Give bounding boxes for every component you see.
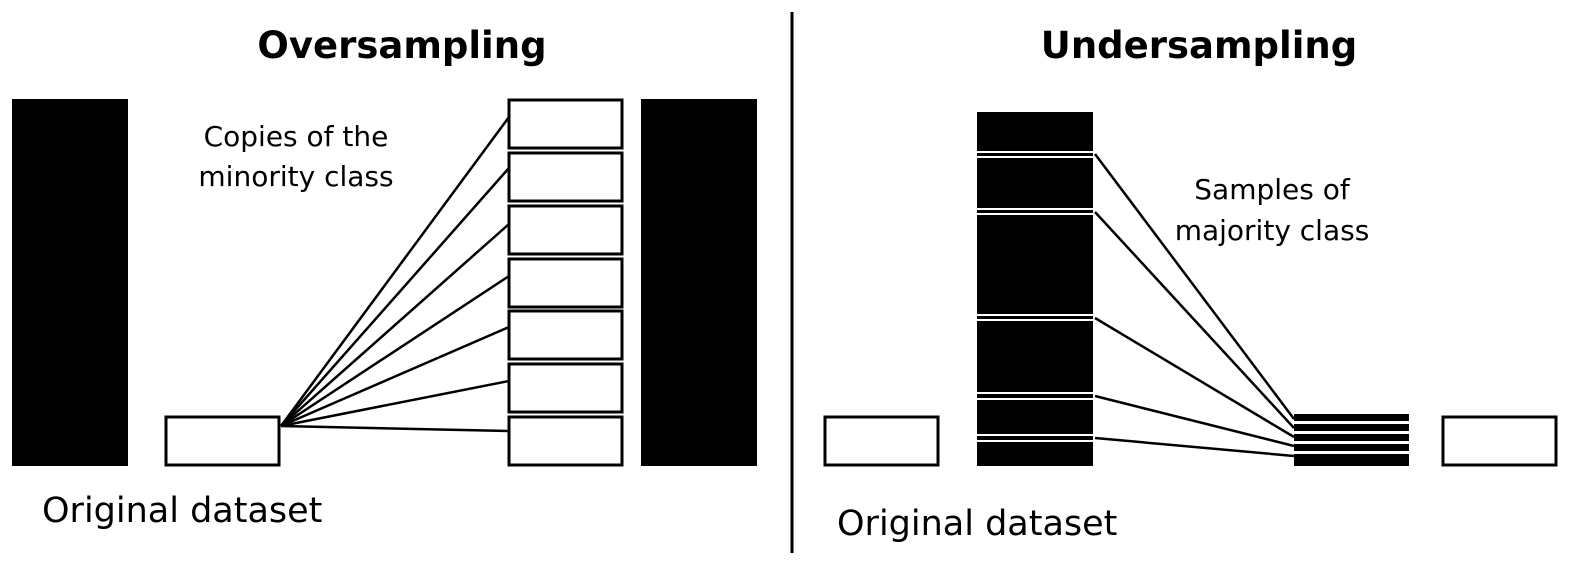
minority-copy-box [507,98,624,150]
minority-copy-box [507,415,624,467]
sample-stripe [977,314,1093,316]
connector-line [1094,436,1295,458]
minority-copy-box [507,362,624,414]
stack-separator [1294,451,1409,454]
copies-label-line-1: Copies of the [204,120,389,153]
sample-stripe [977,156,1093,158]
oversampling-title: Oversampling [257,24,546,67]
oversampling-original-dataset-label: Original dataset [42,491,322,531]
minority-copy-box [507,257,624,309]
undersampling-panel: Undersampling Samples of majority class [823,24,1558,544]
sample-stripe [977,398,1093,400]
connector-line [1094,394,1295,448]
sample-stripe [977,392,1093,394]
connector-line [1094,153,1295,420]
minority-copy-box [507,151,624,203]
undersampled-minority-class-box [1441,415,1558,467]
sample-stripe [977,151,1093,153]
copy-connectors [279,116,511,433]
undersampling-original-dataset-label: Original dataset [837,504,1117,544]
original-majority-class-block [12,99,128,466]
original-minority-class-box [823,415,940,467]
sample-stripe [977,440,1093,442]
sample-stripe [977,213,1093,215]
copies-label-line-2: minority class [198,160,393,193]
stack-separator [1294,421,1409,424]
connector-line [280,379,510,428]
samples-label-line-2: majority class [1175,214,1370,247]
oversampled-majority-class-block [641,99,757,466]
sample-connectors [1094,153,1295,458]
connector-line [280,325,510,428]
sampled-stack-separators [1294,421,1409,454]
sample-stripe [977,434,1093,436]
stack-separator [1294,431,1409,434]
connector-line [280,274,510,428]
undersampling-title: Undersampling [1041,24,1357,67]
minority-copies-stack [507,98,624,467]
connector-line [280,167,510,427]
connector-line [1094,211,1295,429]
sample-stripe [977,319,1093,321]
minority-copy-box [507,204,624,256]
original-minority-class-box [164,415,281,467]
majority-sample-stripes [977,151,1093,442]
minority-copy-box [507,309,624,361]
connector-line [1094,316,1295,439]
connector-line [280,424,510,433]
oversampling-panel: Oversampling Original dataset Copies of … [12,24,757,531]
connector-line [280,223,510,427]
samples-label-line-1: Samples of [1194,173,1351,206]
original-majority-class-block [977,112,1093,466]
stack-separator [1294,441,1409,444]
connector-line [279,116,511,427]
sample-stripe [977,208,1093,210]
